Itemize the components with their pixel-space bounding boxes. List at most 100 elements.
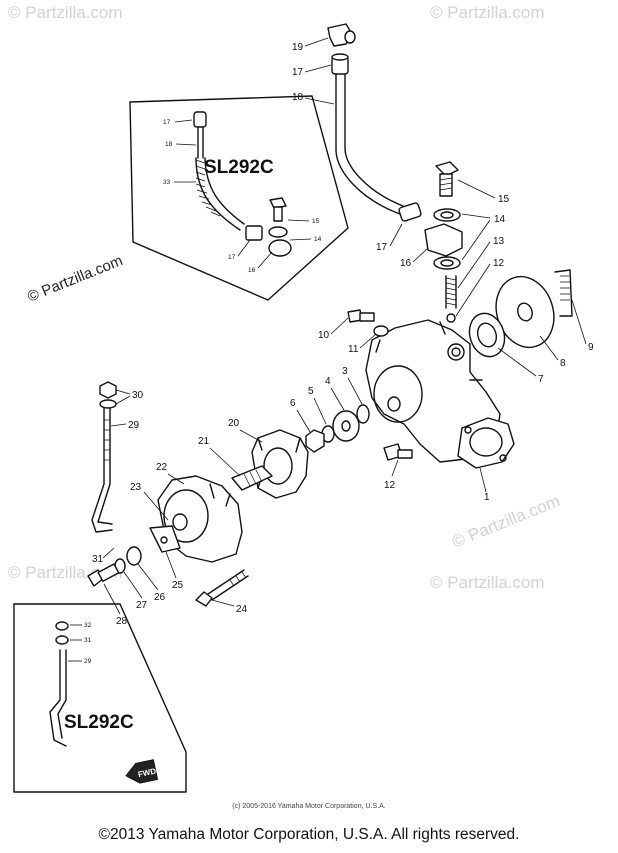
svg-text:31: 31 bbox=[92, 554, 104, 565]
svg-text:14: 14 bbox=[314, 236, 322, 243]
svg-text:25: 25 bbox=[172, 580, 184, 591]
svg-text:11: 11 bbox=[348, 344, 359, 355]
watermark-dark: © Partzilla.com bbox=[25, 252, 125, 306]
svg-text:29: 29 bbox=[84, 658, 92, 665]
svg-text:30: 30 bbox=[132, 390, 144, 401]
banjo-fitting bbox=[424, 223, 463, 257]
svg-text:3: 3 bbox=[342, 366, 348, 377]
nut bbox=[99, 381, 117, 399]
svg-text:19: 19 bbox=[292, 42, 304, 53]
plate-and-pin bbox=[468, 269, 573, 358]
svg-text:20: 20 bbox=[228, 418, 240, 429]
svg-text:27: 27 bbox=[136, 600, 148, 611]
oil-seal bbox=[468, 312, 506, 358]
svg-text:15: 15 bbox=[312, 218, 320, 225]
copyright-small: (c) 2005-2016 Yamaha Motor Corporation, … bbox=[232, 803, 386, 810]
adjust-plate bbox=[149, 525, 181, 553]
screw bbox=[359, 312, 375, 322]
svg-text:6: 6 bbox=[290, 398, 296, 409]
screw bbox=[397, 449, 413, 459]
svg-text:16: 16 bbox=[400, 258, 412, 269]
svg-text:32: 32 bbox=[84, 622, 92, 629]
plunger bbox=[231, 465, 273, 491]
watermark: © Partzilla.com bbox=[8, 3, 123, 22]
top-inset: SL292C 17 18 33 15 14 17 16 bbox=[129, 95, 349, 301]
banjo-fitting bbox=[268, 239, 292, 257]
washer bbox=[373, 325, 389, 337]
oil-hose bbox=[335, 73, 401, 215]
svg-text:13: 13 bbox=[493, 236, 505, 247]
pump-gasket bbox=[457, 417, 515, 469]
svg-text:15: 15 bbox=[498, 194, 510, 205]
svg-text:12: 12 bbox=[493, 258, 505, 269]
washer bbox=[55, 635, 69, 645]
svg-text:31: 31 bbox=[84, 637, 92, 644]
washer bbox=[99, 399, 117, 409]
bottom-inset: SL292C 32 31 29 bbox=[13, 603, 187, 793]
pump-cover bbox=[231, 429, 309, 499]
forward-indicator: FWD bbox=[125, 759, 159, 784]
svg-text:17: 17 bbox=[376, 242, 388, 253]
svg-text:16: 16 bbox=[248, 267, 256, 274]
shaft-parts bbox=[305, 404, 370, 453]
svg-text:29: 29 bbox=[128, 420, 140, 431]
svg-text:28: 28 bbox=[116, 616, 128, 627]
watermarks: © Partzilla.com © Partzilla.com © Partzi… bbox=[8, 3, 545, 592]
watermark: © Partzilla.com bbox=[430, 3, 545, 22]
svg-text:14: 14 bbox=[494, 214, 506, 225]
watermark: © Partzilla.com bbox=[430, 573, 545, 592]
svg-text:4: 4 bbox=[325, 376, 331, 387]
copyright-main: ©2013 Yamaha Motor Corporation, U.S.A. A… bbox=[98, 826, 520, 843]
svg-text:21: 21 bbox=[198, 436, 210, 447]
svg-text:5: 5 bbox=[308, 386, 314, 397]
svg-text:33: 33 bbox=[163, 179, 171, 186]
washer bbox=[126, 546, 142, 566]
svg-text:8: 8 bbox=[560, 358, 566, 369]
nut bbox=[55, 621, 69, 631]
svg-text:18: 18 bbox=[292, 92, 304, 103]
bottom-inset-title: SL292C bbox=[64, 712, 134, 733]
hose-cap bbox=[193, 111, 207, 128]
adjust-rod bbox=[91, 407, 113, 533]
check-ball bbox=[446, 313, 456, 323]
washer bbox=[433, 256, 461, 270]
svg-text:17: 17 bbox=[163, 119, 171, 126]
screws bbox=[347, 309, 413, 461]
banjo-bolt bbox=[273, 206, 283, 222]
top-inset-title: SL292C bbox=[204, 157, 274, 178]
watermark: © Partzilla.com bbox=[449, 491, 562, 552]
oil-hose-assembly bbox=[327, 23, 463, 323]
svg-text:17: 17 bbox=[292, 67, 304, 78]
drive-gear bbox=[332, 410, 360, 442]
bottom-inset-border bbox=[13, 603, 187, 793]
check-spring bbox=[445, 277, 457, 306]
pump-case bbox=[251, 429, 309, 499]
svg-text:23: 23 bbox=[130, 482, 142, 493]
svg-text:12: 12 bbox=[384, 480, 396, 491]
svg-text:10: 10 bbox=[318, 330, 330, 341]
top-inset-border bbox=[129, 95, 349, 301]
fwd-arrow-icon bbox=[125, 759, 159, 784]
svg-text:1: 1 bbox=[484, 492, 490, 503]
dowel-pin bbox=[554, 269, 573, 317]
svg-text:FWD: FWD bbox=[137, 767, 157, 780]
long-bolt bbox=[207, 569, 249, 601]
nut bbox=[305, 429, 325, 453]
bolt bbox=[97, 563, 120, 582]
svg-text:26: 26 bbox=[154, 592, 166, 603]
svg-text:18: 18 bbox=[165, 141, 173, 148]
callout-labels: 19 17 18 15 14 17 16 13 12 9 8 7 10 11 3… bbox=[92, 37, 594, 627]
svg-text:7: 7 bbox=[538, 374, 544, 385]
cable-assembly bbox=[91, 381, 117, 533]
svg-text:22: 22 bbox=[156, 462, 168, 473]
washer bbox=[433, 208, 461, 222]
svg-text:17: 17 bbox=[228, 254, 236, 261]
fasteners bbox=[87, 546, 249, 607]
washer bbox=[356, 404, 370, 424]
svg-text:9: 9 bbox=[588, 342, 594, 353]
pump-housing bbox=[365, 319, 515, 469]
svg-text:24: 24 bbox=[236, 604, 248, 615]
adjust-cover bbox=[149, 475, 243, 563]
adjust-rod bbox=[49, 649, 67, 747]
